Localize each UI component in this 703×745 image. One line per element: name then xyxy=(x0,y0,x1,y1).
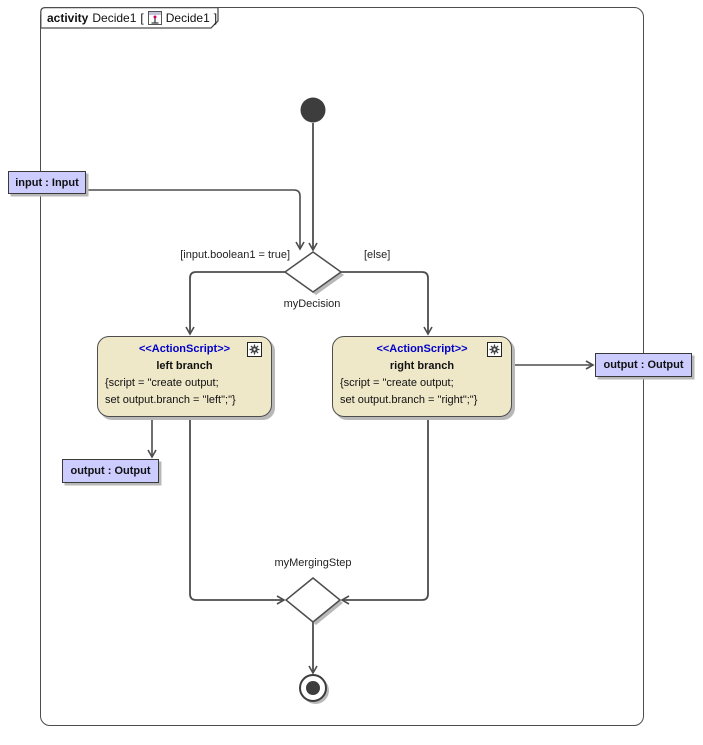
initial-node[interactable] xyxy=(300,97,326,123)
gear-icon xyxy=(487,342,502,357)
guard-true-label: [input.boolean1 = true] xyxy=(180,249,290,261)
decision-node[interactable] xyxy=(283,251,343,293)
input-pin-label: input : Input xyxy=(15,176,79,189)
right-branch-stereotype: <<ActionScript>> xyxy=(376,343,468,355)
output-pin-right[interactable]: output : Output xyxy=(595,353,692,377)
output-pin-right-label: output : Output xyxy=(603,359,684,371)
action-left-branch[interactable]: <<ActionScript>> left branch {script = "… xyxy=(97,336,272,417)
decision-name-label: myDecision xyxy=(283,298,341,310)
output-pin-left[interactable]: output : Output xyxy=(62,459,159,483)
gear-icon xyxy=(247,342,262,357)
edge-decision-to-right-branch[interactable] xyxy=(341,271,433,336)
frame-bracket-close: ] xyxy=(213,11,218,25)
edge-right-branch-to-merge[interactable] xyxy=(340,418,429,605)
frame-diagram-ref: Decide1 xyxy=(165,11,210,25)
action-right-branch[interactable]: <<ActionScript>> right branch {script = … xyxy=(332,336,512,417)
output-pin-left-label: output : Output xyxy=(70,465,151,477)
right-branch-script-line1: {script = "create output; xyxy=(340,377,454,389)
left-branch-script-line2: set output.branch = "left";"} xyxy=(105,394,236,406)
frame-title: activity Decide1 [ Decide1 ] xyxy=(47,10,217,26)
left-branch-name: left branch xyxy=(156,360,213,372)
merge-name-label: myMergingStep xyxy=(274,557,352,569)
left-branch-script-line1: {script = "create output; xyxy=(105,377,219,389)
right-branch-name: right branch xyxy=(389,360,455,372)
guard-else-label: [else] xyxy=(364,249,391,261)
frame-bracket-open: [ xyxy=(140,11,144,25)
edge-input-to-decision[interactable] xyxy=(86,189,305,251)
frame-activity-name: Decide1 xyxy=(92,11,137,25)
activity-diagram-icon xyxy=(147,11,162,25)
edge-decision-to-left-branch[interactable] xyxy=(185,271,285,336)
edge-left-branch-to-merge[interactable] xyxy=(189,418,286,605)
input-pin[interactable]: input : Input xyxy=(8,171,86,194)
final-node-inner xyxy=(306,681,320,695)
left-branch-stereotype: <<ActionScript>> xyxy=(138,343,231,355)
right-branch-script-line2: set output.branch = "right";"} xyxy=(340,394,478,406)
merge-node[interactable] xyxy=(284,577,342,623)
frame-title-tab xyxy=(40,6,219,29)
frame-keyword: activity xyxy=(47,11,89,25)
